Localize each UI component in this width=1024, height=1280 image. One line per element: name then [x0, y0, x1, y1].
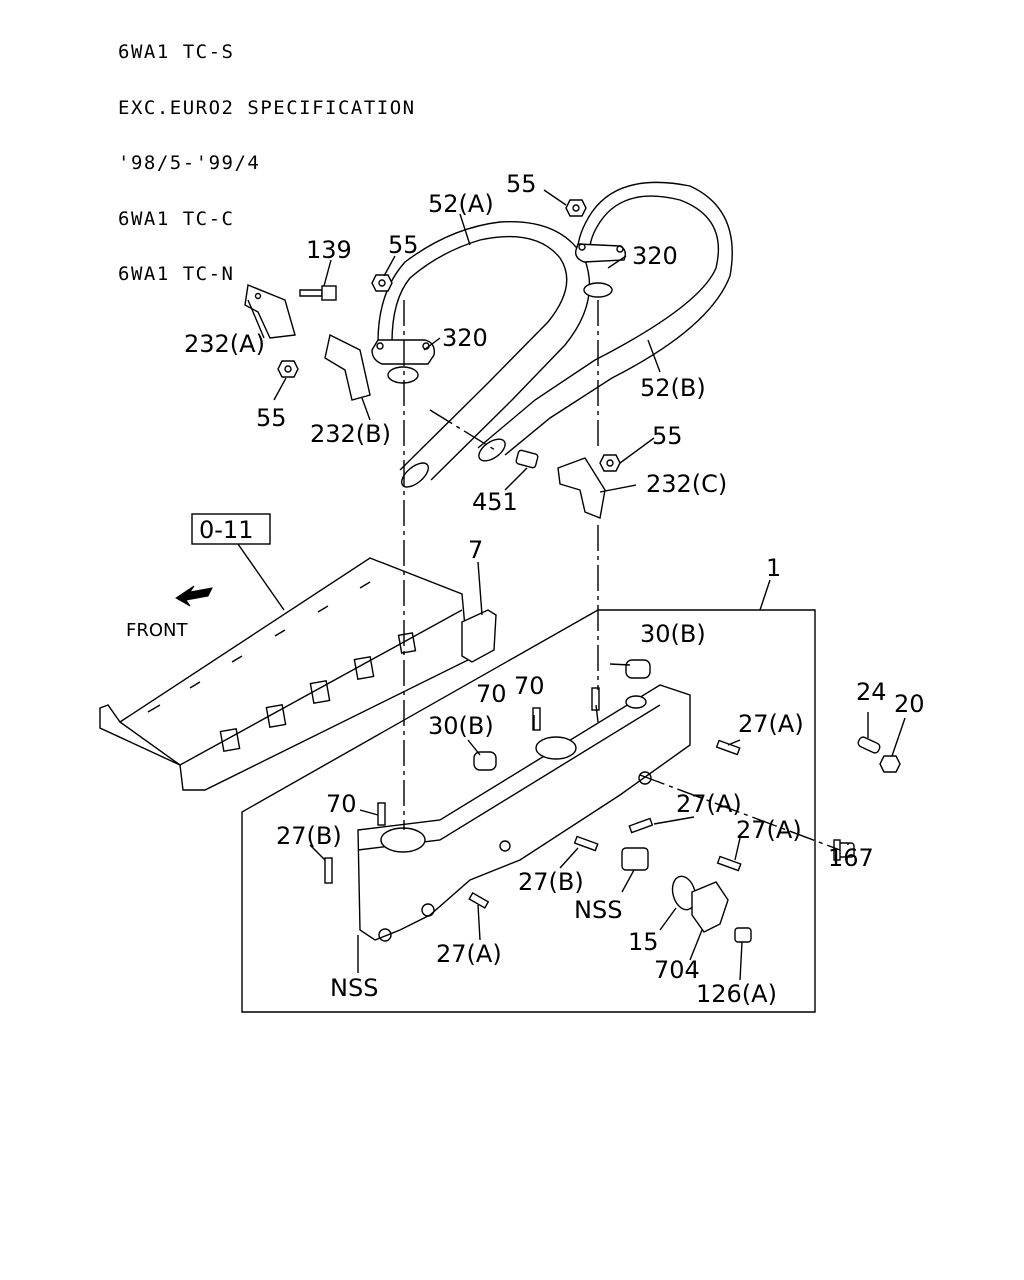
callout-320-right: 320: [632, 242, 678, 270]
callout-320-left: 320: [442, 324, 488, 352]
callout-ref-0-11: 0-11: [199, 516, 253, 544]
cylinder-head-0-11[interactable]: [99, 557, 469, 791]
callout-139: 139: [306, 236, 352, 264]
stud-27a-1[interactable]: [715, 739, 741, 756]
gasket-320-right[interactable]: [583, 282, 613, 298]
header-line-4: 6WA1 TC-C: [118, 207, 235, 230]
bracket-232c[interactable]: [557, 457, 606, 519]
front-arrow-icon: [175, 585, 213, 607]
callout-27a-4: 27(A): [436, 940, 502, 968]
header-line-5: 6WA1 TC-N: [118, 263, 235, 285]
pipe-52a[interactable]: [377, 220, 591, 492]
callout-55-left: 55: [256, 404, 287, 432]
callout-55-right: 55: [652, 422, 683, 450]
gasket-7[interactable]: [461, 609, 497, 663]
callout-55-top: 55: [506, 170, 537, 198]
callout-704: 704: [654, 956, 700, 984]
assembly-box-outline: [241, 609, 816, 1013]
ref-box-0-11: [191, 513, 271, 545]
stud-70-b[interactable]: [591, 687, 600, 711]
callout-126a: 126(A): [696, 980, 777, 1008]
callout-30b-right: 30(B): [640, 620, 706, 648]
nut-55-top[interactable]: [565, 199, 587, 217]
front-label: FRONT: [126, 620, 188, 641]
bolt-126a[interactable]: [734, 927, 752, 943]
stud-24[interactable]: [857, 736, 881, 754]
plug-451[interactable]: [515, 449, 539, 469]
callout-27b-left: 27(B): [276, 822, 342, 850]
model-applicability-header: 6WA1 TC-S EXC.EURO2 SPECIFICATION '98/5-…: [118, 6, 416, 302]
callout-55-upper: 55: [388, 231, 419, 259]
callout-70-b: 70: [514, 672, 545, 700]
stud-27a-3[interactable]: [716, 855, 742, 872]
header-line-1: 6WA1 TC-S: [118, 41, 235, 63]
callout-70-c: 70: [326, 790, 357, 818]
callout-167: 167: [828, 844, 874, 872]
header-line-2: EXC.EURO2 SPECIFICATION: [118, 96, 416, 119]
callout-nss-left: NSS: [330, 974, 378, 1002]
nut-55-upper[interactable]: [371, 274, 393, 292]
callout-232a: 232(A): [184, 330, 265, 358]
sleeve-nss[interactable]: [621, 847, 649, 871]
plug-30b-right[interactable]: [625, 659, 651, 679]
bolt-139[interactable]: [299, 285, 337, 301]
cover-704[interactable]: [691, 881, 729, 933]
stud-27b-left[interactable]: [324, 857, 333, 884]
water-manifold[interactable]: [357, 684, 691, 942]
callout-27a-2: 27(A): [676, 790, 742, 818]
stud-27a-4[interactable]: [468, 891, 490, 909]
stud-27b-mid[interactable]: [573, 835, 599, 852]
callout-27a-3: 27(A): [736, 816, 802, 844]
callout-15: 15: [628, 928, 659, 956]
stud-70-c[interactable]: [377, 802, 386, 826]
gasket-320-left[interactable]: [387, 366, 419, 384]
header-line-3: '98/5-'99/4: [118, 152, 261, 174]
callout-7: 7: [468, 536, 483, 564]
callout-27b-mid: 27(B): [518, 868, 584, 896]
callout-52a: 52(A): [428, 190, 494, 218]
leader-lines: [237, 189, 906, 981]
callout-232c: 232(C): [646, 470, 727, 498]
callout-1: 1: [766, 554, 781, 582]
stud-27a-2[interactable]: [628, 817, 654, 834]
nut-55-right[interactable]: [599, 454, 621, 472]
flange-right[interactable]: [574, 243, 627, 263]
callout-24: 24: [856, 678, 887, 706]
callout-20: 20: [894, 690, 925, 718]
callout-27a-1: 27(A): [738, 710, 804, 738]
pipe-52b[interactable]: [475, 181, 733, 465]
flange-left[interactable]: [371, 339, 435, 365]
callout-70-a: 70: [476, 680, 507, 708]
callout-52b: 52(B): [640, 374, 706, 402]
plug-30b-left[interactable]: [473, 751, 497, 771]
callout-nss-mid: NSS: [574, 896, 622, 924]
callout-232b: 232(B): [310, 420, 391, 448]
nut-20[interactable]: [879, 755, 901, 773]
bracket-232b[interactable]: [324, 333, 371, 401]
bracket-232a[interactable]: [244, 284, 296, 339]
nut-55-left[interactable]: [277, 360, 299, 378]
stud-70-a[interactable]: [532, 707, 541, 731]
callout-30b-left: 30(B): [428, 712, 494, 740]
callout-451: 451: [472, 488, 518, 516]
